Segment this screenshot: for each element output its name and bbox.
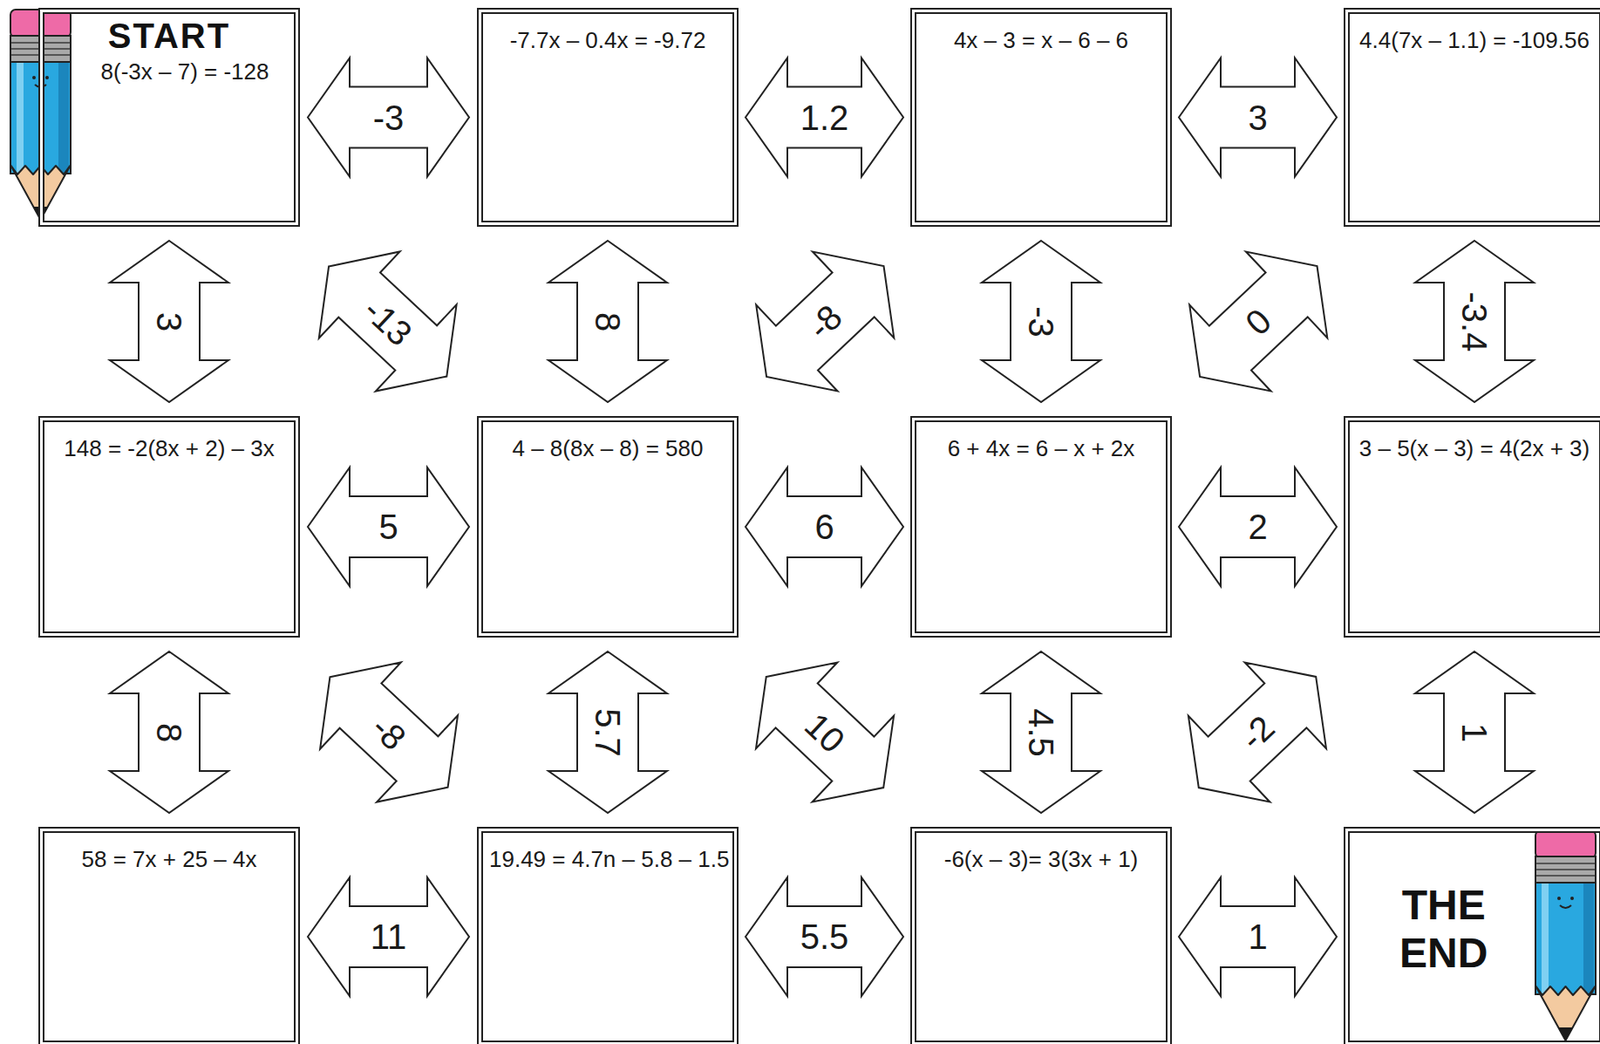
equation-text: 6 + 4x = 6 – x + 2x bbox=[912, 435, 1171, 463]
equation-text: 58 = 7x + 25 – 4x bbox=[40, 845, 299, 873]
equation-text: 3 – 5(x – 3) = 4(2x + 3) bbox=[1345, 435, 1600, 463]
double-arrow bbox=[981, 651, 1101, 813]
double-arrow bbox=[1178, 877, 1337, 996]
double-arrow bbox=[548, 651, 668, 813]
maze-box: -7.7x – 0.4x = -9.72 bbox=[476, 7, 739, 227]
arrow-value: -8 bbox=[365, 708, 412, 756]
double-arrow bbox=[320, 661, 458, 802]
double-arrow bbox=[745, 877, 904, 996]
double-arrow bbox=[755, 662, 894, 803]
maze-box: 148 = -2(8x + 2) – 3x bbox=[38, 415, 300, 638]
end-pencil bbox=[1535, 830, 1596, 1041]
arrow-value: 1 bbox=[1247, 919, 1267, 954]
double-arrow bbox=[109, 240, 229, 402]
arrow-value: -3 bbox=[1023, 306, 1059, 338]
maze-box: 6 + 4x = 6 – x + 2x bbox=[910, 415, 1172, 638]
arrow-value: 6 bbox=[814, 509, 834, 545]
double-arrow bbox=[745, 467, 904, 586]
maze-box: -6(x – 3)= 3(3x + 1) bbox=[910, 826, 1172, 1044]
maze-box: 4x – 3 = x – 6 – 6 bbox=[910, 7, 1172, 227]
double-arrow bbox=[548, 240, 668, 402]
arrow-value: -2 bbox=[1233, 708, 1280, 756]
end-title: THE END bbox=[1399, 880, 1488, 977]
maze-box: 4 – 8(8x – 8) = 580 bbox=[476, 415, 739, 638]
maze-box: THE END bbox=[1343, 826, 1600, 1044]
double-arrow bbox=[745, 58, 904, 178]
arrow-value: 4.5 bbox=[1023, 708, 1059, 757]
arrow-value: 8 bbox=[151, 721, 187, 742]
arrow-value: -3 bbox=[373, 100, 405, 136]
start-pencil bbox=[10, 9, 71, 220]
maze-box: 58 = 7x + 25 – 4x bbox=[38, 826, 300, 1044]
maze-box: 19.49 = 4.7n – 5.8 – 1.5 bbox=[476, 826, 739, 1044]
maze-box: 3 – 5(x – 3) = 4(2x + 3) bbox=[1343, 415, 1600, 638]
double-arrow bbox=[1178, 58, 1337, 178]
start-title: START bbox=[40, 14, 299, 57]
arrow-value: 5.7 bbox=[590, 708, 626, 757]
arrow-value: 1.2 bbox=[800, 100, 850, 136]
arrow-value: 11 bbox=[370, 919, 408, 954]
double-arrow bbox=[1178, 467, 1337, 586]
arrow-value: -3.4 bbox=[1457, 291, 1492, 352]
double-arrow bbox=[1415, 651, 1534, 813]
equation-text: 4.4(7x – 1.1) = -109.56 bbox=[1345, 27, 1600, 55]
double-arrow bbox=[1415, 240, 1534, 402]
arrow-value: 5.5 bbox=[800, 919, 850, 954]
equation-text: 148 = -2(8x + 2) – 3x bbox=[40, 435, 299, 463]
arrow-value: -13 bbox=[357, 291, 419, 352]
maze-box: 4.4(7x – 1.1) = -109.56 bbox=[1343, 7, 1600, 227]
arrow-value: 0 bbox=[1239, 301, 1278, 341]
arrow-value: 8 bbox=[590, 311, 626, 331]
double-arrow bbox=[981, 240, 1101, 402]
double-arrow bbox=[319, 251, 457, 391]
double-arrow bbox=[109, 651, 229, 813]
arrow-value: 3 bbox=[1247, 100, 1267, 136]
arrow-value: 10 bbox=[798, 706, 852, 759]
arrow-value: -8 bbox=[802, 298, 849, 346]
equation-text: 19.49 = 4.7n – 5.8 – 1.5 bbox=[478, 845, 737, 873]
double-arrow bbox=[307, 467, 470, 586]
equation-text: 8(-3x – 7) = -128 bbox=[40, 58, 299, 86]
arrow-value: 3 bbox=[151, 311, 187, 331]
double-arrow bbox=[1188, 662, 1327, 803]
double-arrow bbox=[307, 58, 470, 178]
equation-text: 4x – 3 = x – 6 – 6 bbox=[912, 27, 1171, 55]
arrow-value: 2 bbox=[1247, 509, 1267, 545]
equation-text: 4 – 8(8x – 8) = 580 bbox=[478, 435, 737, 463]
equation-text: -7.7x – 0.4x = -9.72 bbox=[478, 27, 737, 55]
arrow-value: 1 bbox=[1457, 721, 1492, 742]
double-arrow bbox=[755, 251, 894, 392]
double-arrow bbox=[307, 877, 470, 996]
double-arrow bbox=[1189, 251, 1328, 392]
equation-text: -6(x – 3)= 3(3x + 1) bbox=[912, 845, 1171, 873]
maze-box: START8(-3x – 7) = -128 bbox=[38, 7, 300, 227]
arrow-value: 5 bbox=[378, 509, 398, 545]
